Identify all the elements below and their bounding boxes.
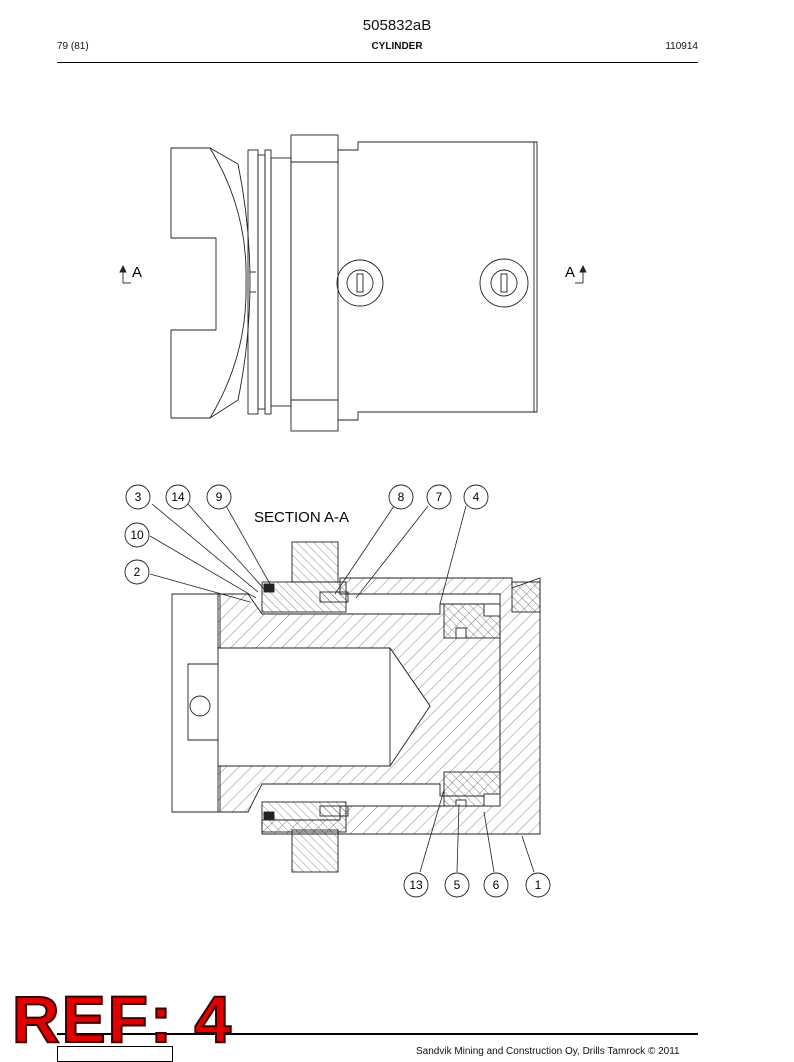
callout-14: 14	[171, 490, 185, 504]
callout-8: 8	[398, 490, 405, 504]
section-mark-right	[575, 264, 587, 284]
callout-leaders	[149, 503, 535, 873]
callouts-left	[124, 522, 150, 585]
callout-13: 13	[409, 878, 423, 892]
callout-5: 5	[454, 878, 461, 892]
section-mark-left	[119, 264, 131, 284]
callout-6: 6	[493, 878, 500, 892]
footer-copyright: Sandvik Mining and Construction Oy, Dril…	[416, 1046, 680, 1057]
callout-7: 7	[436, 490, 443, 504]
company-logo	[57, 1046, 173, 1062]
callouts-bottom	[403, 872, 551, 898]
callout-4: 4	[473, 490, 480, 504]
elevation-view	[170, 134, 538, 432]
section-label-right: A	[565, 264, 575, 281]
footer-rule	[57, 1033, 698, 1035]
callout-10: 10	[130, 528, 144, 542]
section-title: SECTION A-A	[254, 509, 349, 526]
page-number: 79 (81)	[57, 41, 89, 52]
section-view	[171, 541, 541, 873]
callout-9: 9	[216, 490, 223, 504]
ref-stamp: REF: 4	[11, 982, 234, 1056]
callouts-top	[125, 484, 489, 510]
date-code: 110914	[665, 41, 698, 52]
header-rule	[57, 62, 698, 63]
page-title: CYLINDER	[371, 41, 423, 52]
callout-1: 1	[535, 878, 542, 892]
callout-2: 2	[134, 565, 141, 579]
callout-3: 3	[135, 490, 142, 504]
document-number: 505832aB	[362, 17, 432, 34]
section-label-left: A	[132, 264, 142, 281]
